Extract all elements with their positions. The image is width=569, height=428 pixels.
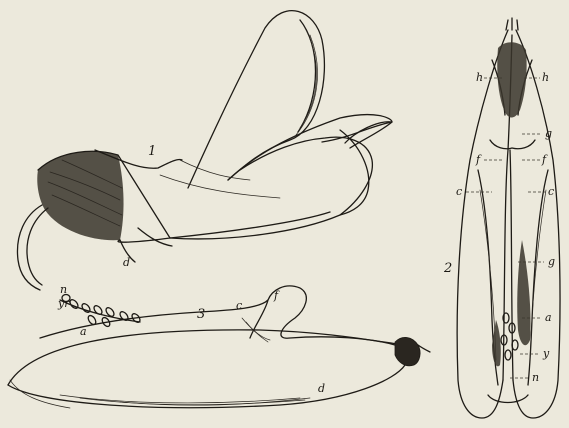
figure-3-label-c: c <box>236 300 242 311</box>
figure-2-label-a: a <box>545 312 552 323</box>
figure-2-label-f-left: f <box>476 154 480 165</box>
figure-3-label-a: a <box>80 326 87 337</box>
figure-2-label-c-left: c <box>456 186 462 197</box>
figure-2-label-n: n <box>532 372 539 383</box>
figure-2-label-y: y <box>543 348 549 359</box>
figure-2-label-g-top: g <box>545 128 552 139</box>
figure-1-label-d: d <box>123 257 130 268</box>
figure-2-label-h-right: h <box>542 72 549 83</box>
figure-2-label-g-mid: g <box>548 256 555 267</box>
figure-3-label-yr: yr <box>58 298 69 309</box>
figure-2-label-f-right: f <box>542 154 546 165</box>
figure-2-label-h-left: h <box>476 72 483 83</box>
figure-3-label-d: d <box>318 383 325 394</box>
figure-1-number: 1 <box>148 145 156 158</box>
figure-3-label-f: f <box>274 290 278 301</box>
figure-1-drawing <box>17 11 392 290</box>
figure-2-label-c-right: c <box>548 186 554 197</box>
figure-2-number: 2 <box>444 262 452 275</box>
figure-3-number: 3 <box>197 308 205 321</box>
figure-3-label-n: n <box>60 284 67 295</box>
figure-3-drawing <box>8 286 430 408</box>
